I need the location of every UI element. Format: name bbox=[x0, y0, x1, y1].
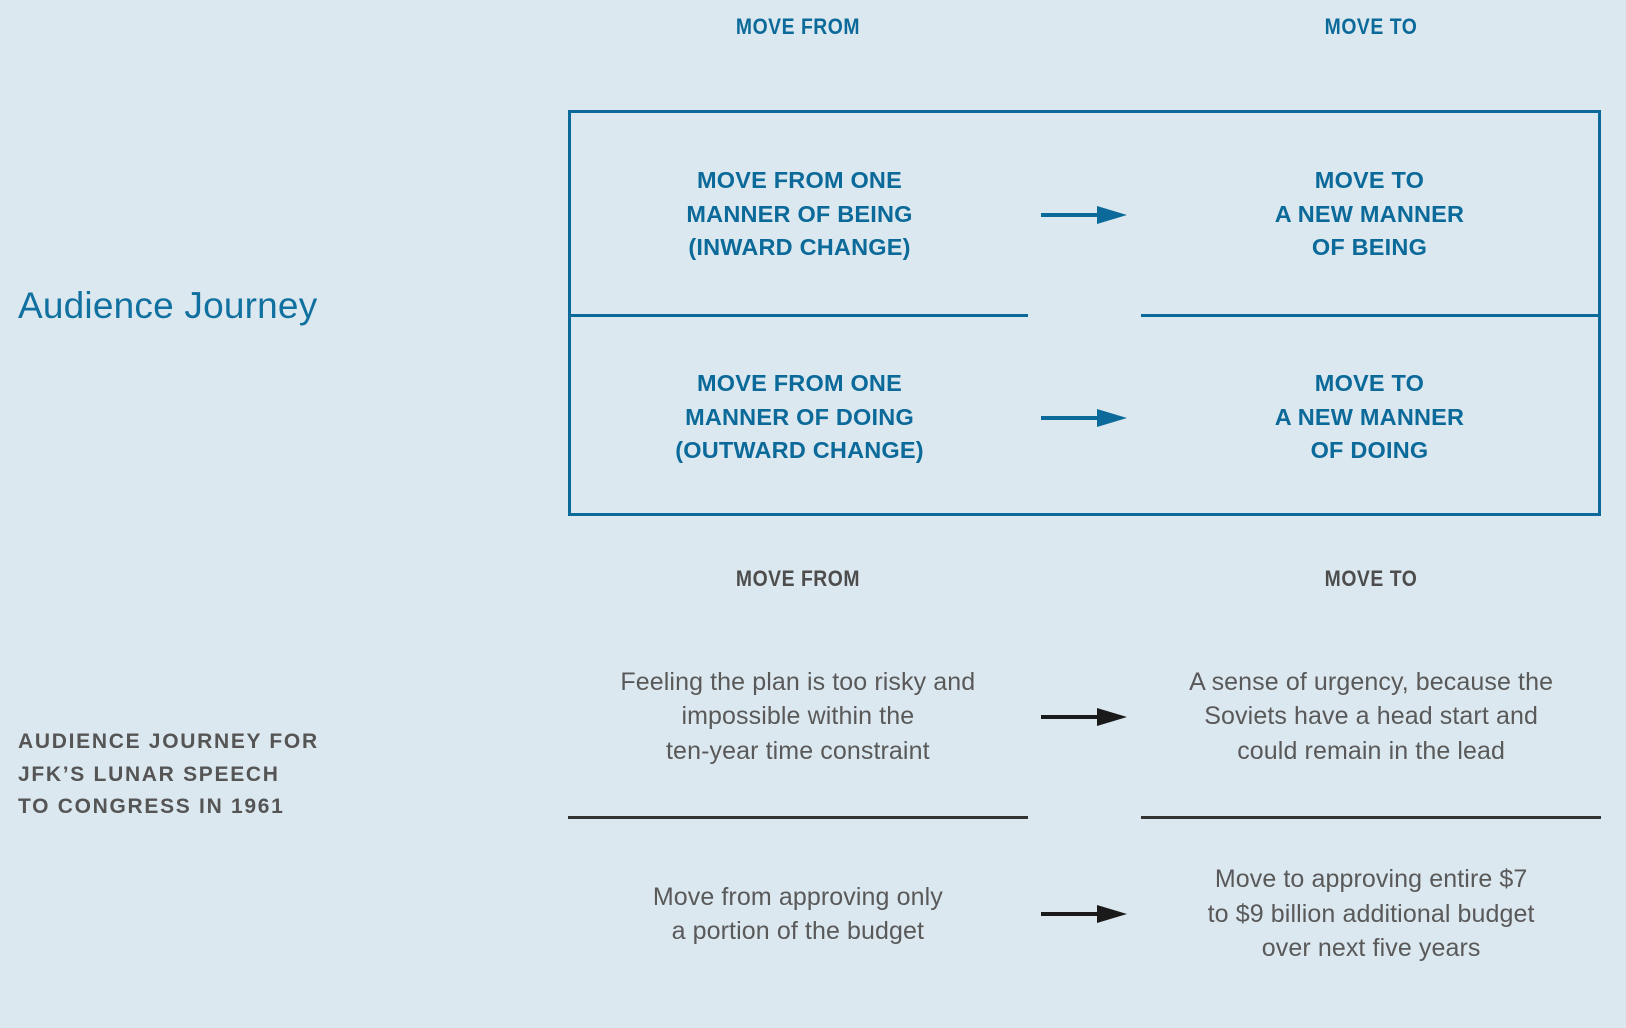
lower-header-move-from: MOVE FROM bbox=[735, 566, 861, 591]
matrix-from-doing-line-2: MANNER OF DOING bbox=[685, 403, 914, 430]
upper-header-move-to: MOVE TO bbox=[1324, 14, 1418, 39]
matrix-to-being-line-1: MOVE TO bbox=[1314, 167, 1425, 194]
matrix-from-being-line-3: (INWARD CHANGE) bbox=[688, 234, 911, 261]
jfk-cell-to-urgency: A sense of urgency, because the Soviets … bbox=[1141, 665, 1601, 769]
matrix-cell-from-being: MOVE FROM ONE MANNER OF BEING (INWARD CH… bbox=[571, 164, 1028, 264]
matrix-divider-right bbox=[1141, 314, 1598, 317]
matrix-divider-left bbox=[571, 314, 1028, 317]
jfk-from-budget-line-2: a portion of the budget bbox=[671, 917, 925, 945]
matrix-cell-from-doing: MOVE FROM ONE MANNER OF DOING (OUTWARD C… bbox=[571, 367, 1028, 467]
jfk-cell-from-budget: Move from approving only a portion of th… bbox=[568, 880, 1028, 949]
right-arrow-icon bbox=[1041, 905, 1128, 923]
right-arrow-icon bbox=[1041, 707, 1128, 726]
matrix-row-being: MOVE FROM ONE MANNER OF BEING (INWARD CH… bbox=[571, 113, 1598, 316]
matrix-from-being-line-2: MANNER OF BEING bbox=[686, 200, 913, 227]
lower-section-title: AUDIENCE JOURNEY FOR JFK’S LUNAR SPEECH … bbox=[18, 726, 488, 824]
matrix-to-doing-line-2: A NEW MANNER bbox=[1274, 403, 1465, 430]
matrix-arrow-doing-cell bbox=[1028, 404, 1141, 432]
lower-title-line-2: JFK’S LUNAR SPEECH bbox=[18, 762, 280, 786]
jfk-to-urgency-line-2: Soviets have a head start and bbox=[1204, 702, 1538, 731]
lower-title-line-3: TO CONGRESS IN 1961 bbox=[18, 795, 285, 819]
matrix-from-doing-line-1: MOVE FROM ONE bbox=[697, 370, 902, 397]
jfk-to-budget-line-2: to $9 billion additional budget bbox=[1207, 899, 1535, 928]
jfk-to-budget-line-1: Move to approving entire $7 bbox=[1214, 865, 1528, 894]
jfk-divider-left bbox=[568, 816, 1028, 819]
jfk-arrow-urgency-cell bbox=[1028, 703, 1142, 731]
jfk-arrow-budget-cell bbox=[1028, 900, 1142, 928]
matrix-to-doing-line-1: MOVE TO bbox=[1314, 370, 1425, 397]
matrix-row-doing: MOVE FROM ONE MANNER OF DOING (OUTWARD C… bbox=[571, 316, 1598, 519]
matrix-from-being-line-1: MOVE FROM ONE bbox=[697, 167, 902, 194]
jfk-row-budget: Move from approving only a portion of th… bbox=[568, 819, 1601, 1009]
matrix-to-being-line-2: A NEW MANNER bbox=[1274, 200, 1465, 227]
audience-journey-matrix: MOVE FROM ONE MANNER OF BEING (INWARD CH… bbox=[568, 110, 1601, 516]
jfk-to-urgency-line-1: A sense of urgency, because the bbox=[1189, 667, 1554, 696]
matrix-to-being-line-3: OF BEING bbox=[1311, 234, 1428, 261]
jfk-to-budget-line-3: over next five years bbox=[1261, 934, 1481, 963]
matrix-arrow-being-cell bbox=[1028, 201, 1141, 229]
jfk-from-budget-line-1: Move from approving only bbox=[652, 882, 943, 911]
lower-header-move-to: MOVE TO bbox=[1324, 566, 1418, 591]
jfk-divider-right bbox=[1141, 816, 1601, 819]
jfk-row-urgency: Feeling the plan is too risky and imposs… bbox=[568, 620, 1601, 813]
matrix-cell-to-being: MOVE TO A NEW MANNER OF BEING bbox=[1141, 164, 1598, 264]
right-arrow-icon bbox=[1041, 408, 1128, 427]
jfk-cell-from-urgency: Feeling the plan is too risky and imposs… bbox=[568, 665, 1028, 769]
upper-header-move-from: MOVE FROM bbox=[735, 14, 861, 39]
jfk-to-urgency-line-3: could remain in the lead bbox=[1237, 736, 1506, 765]
jfk-journey-matrix: Feeling the plan is too risky and imposs… bbox=[568, 620, 1601, 1016]
matrix-to-doing-line-3: OF DOING bbox=[1310, 437, 1429, 464]
jfk-from-urgency-line-1: Feeling the plan is too risky and bbox=[620, 667, 976, 696]
matrix-cell-to-doing: MOVE TO A NEW MANNER OF DOING bbox=[1141, 367, 1598, 467]
right-arrow-icon bbox=[1041, 205, 1128, 224]
jfk-from-urgency-line-2: impossible within the bbox=[681, 702, 915, 731]
upper-section-title: Audience Journey bbox=[18, 285, 318, 326]
lower-title-line-1: AUDIENCE JOURNEY FOR bbox=[18, 730, 319, 753]
jfk-from-urgency-line-3: ten-year time constraint bbox=[666, 736, 930, 765]
matrix-from-doing-line-3: (OUTWARD CHANGE) bbox=[675, 437, 924, 464]
jfk-cell-to-budget: Move to approving entire $7 to $9 billio… bbox=[1141, 862, 1601, 966]
